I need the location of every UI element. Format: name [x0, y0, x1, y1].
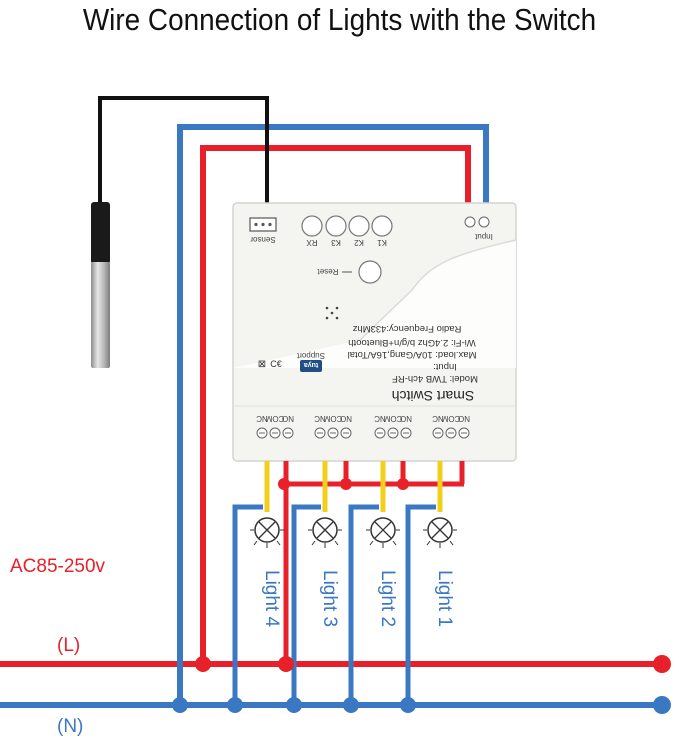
live-bus-wiring	[283, 461, 465, 664]
reset-label: Reset	[317, 267, 339, 276]
k1-button[interactable]	[371, 215, 393, 237]
svg-text:C€: C€	[270, 359, 282, 369]
k3-button[interactable]	[325, 215, 347, 237]
k2-button[interactable]	[348, 215, 370, 237]
rx-button[interactable]	[301, 215, 323, 237]
sensor-label: Sensor	[250, 235, 276, 244]
spec-max-load: Max.load: 10A/Gang,16A/Total	[348, 349, 477, 360]
diagram-title: Wire Connection of Lights with the Switc…	[82, 2, 597, 37]
terminal-label-com1: COM	[441, 414, 460, 423]
light-4-bulb-icon	[250, 517, 284, 548]
terminal-label-nc4: NC	[256, 414, 268, 423]
light-1-bulb-icon	[423, 517, 457, 548]
k2-button-label: K2	[354, 238, 364, 247]
spec-model: Model: TWB 4ch-RF	[392, 373, 478, 384]
terminal-block	[256, 427, 470, 439]
terminal-label-no2: NO	[400, 414, 412, 423]
light-2-label: Light 2	[377, 570, 398, 627]
voltage-label: AC85-250v	[10, 556, 106, 577]
tuya-logo-text: tuya	[304, 361, 319, 368]
device-name: Smart Switch	[392, 388, 474, 404]
terminal-label-nc1: NC	[432, 414, 444, 423]
terminal-label-com2: COM	[383, 414, 402, 423]
terminal-label-com4: COM	[265, 414, 284, 423]
neutral-loop-wire	[177, 124, 489, 705]
k3-button-label: K3	[331, 238, 341, 247]
light-3-bulb-icon	[308, 517, 342, 548]
terminal-label-no1: NO	[458, 414, 470, 423]
sensor-probe-sleeve	[91, 202, 110, 264]
spec-radio: Radio Frequency:433Mhz	[352, 323, 461, 334]
junction-dots	[172, 478, 671, 714]
certification-marks: ⊠ C€	[258, 359, 282, 370]
svg-text:⊠: ⊠	[258, 359, 266, 370]
input-terminal-n	[478, 216, 490, 228]
sensor-probe-tip	[91, 262, 110, 368]
live-loop-wire	[200, 145, 471, 664]
terminal-label-no3: NO	[340, 414, 352, 423]
neutral-label: (N)	[57, 716, 83, 737]
sensor-cable	[98, 96, 269, 205]
smart-switch-device	[232, 202, 517, 462]
status-led	[325, 306, 339, 320]
support-label: Support	[296, 351, 325, 360]
terminal-label-nc3: NC	[314, 414, 326, 423]
terminal-label-com3: COM	[323, 414, 342, 423]
light-3-label: Light 3	[319, 570, 340, 627]
spec-input: Input:	[433, 361, 457, 372]
light-2-bulb-icon	[366, 517, 400, 548]
live-label: (L)	[57, 635, 80, 656]
neutral-return-wires	[232, 504, 436, 705]
terminal-label-nc2: NC	[374, 414, 386, 423]
switched-wires	[264, 461, 443, 512]
light-4-label: Light 4	[261, 570, 282, 627]
light-1-label: Light 1	[434, 570, 455, 627]
reset-button[interactable]	[358, 260, 382, 284]
input-label: Input	[474, 232, 493, 241]
terminal-label-no4: NO	[282, 414, 294, 423]
input-terminal-l	[464, 216, 476, 228]
tuya-badge	[300, 360, 322, 372]
spec-wifi: Wi-Fi: 2.4Ghz b/g/n+Bluetooth	[348, 337, 476, 348]
rx-button-label: RX	[306, 238, 318, 247]
k1-button-label: K1	[377, 238, 387, 247]
